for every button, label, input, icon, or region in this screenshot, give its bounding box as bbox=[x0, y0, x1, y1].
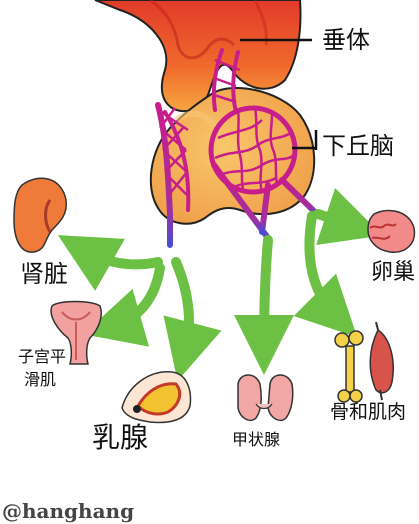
arrow-to-kidney bbox=[57, 235, 163, 291]
label-kidney: 肾脏 bbox=[20, 260, 68, 288]
gland-body bbox=[149, 87, 316, 225]
uterus-icon bbox=[50, 300, 102, 365]
label-ovary: 卵巢 bbox=[371, 260, 416, 285]
label-pituitary: 垂体 bbox=[322, 26, 370, 54]
label-uterus-line1: 子宫平 bbox=[18, 347, 67, 366]
bone-icon bbox=[334, 330, 364, 403]
brain-stalk bbox=[94, 0, 302, 113]
thyroid-icon bbox=[237, 374, 294, 422]
capillary-net bbox=[208, 105, 298, 195]
label-uterus-line2: 滑肌 bbox=[24, 370, 57, 389]
label-hypothalamus: 下丘脑 bbox=[322, 132, 394, 160]
arrow-to-bone bbox=[293, 211, 358, 338]
watermark: @hanghang bbox=[2, 499, 135, 523]
arrow-to-thyroid bbox=[234, 235, 295, 375]
arrow-to-breast bbox=[163, 257, 222, 382]
label-thyroid: 甲状腺 bbox=[232, 430, 281, 449]
kidney-icon bbox=[13, 177, 68, 253]
pointer-lines bbox=[240, 38, 318, 150]
hormone-arrows bbox=[57, 188, 383, 382]
breast-icon bbox=[121, 371, 192, 424]
arrow-to-uterus bbox=[83, 263, 165, 347]
arrow-to-ovary bbox=[313, 188, 383, 245]
label-bone-muscle: 骨和肌肉 bbox=[330, 401, 407, 423]
ovary-icon bbox=[367, 209, 416, 253]
muscle-icon bbox=[369, 321, 394, 401]
label-breast: 乳腺 bbox=[92, 421, 149, 454]
